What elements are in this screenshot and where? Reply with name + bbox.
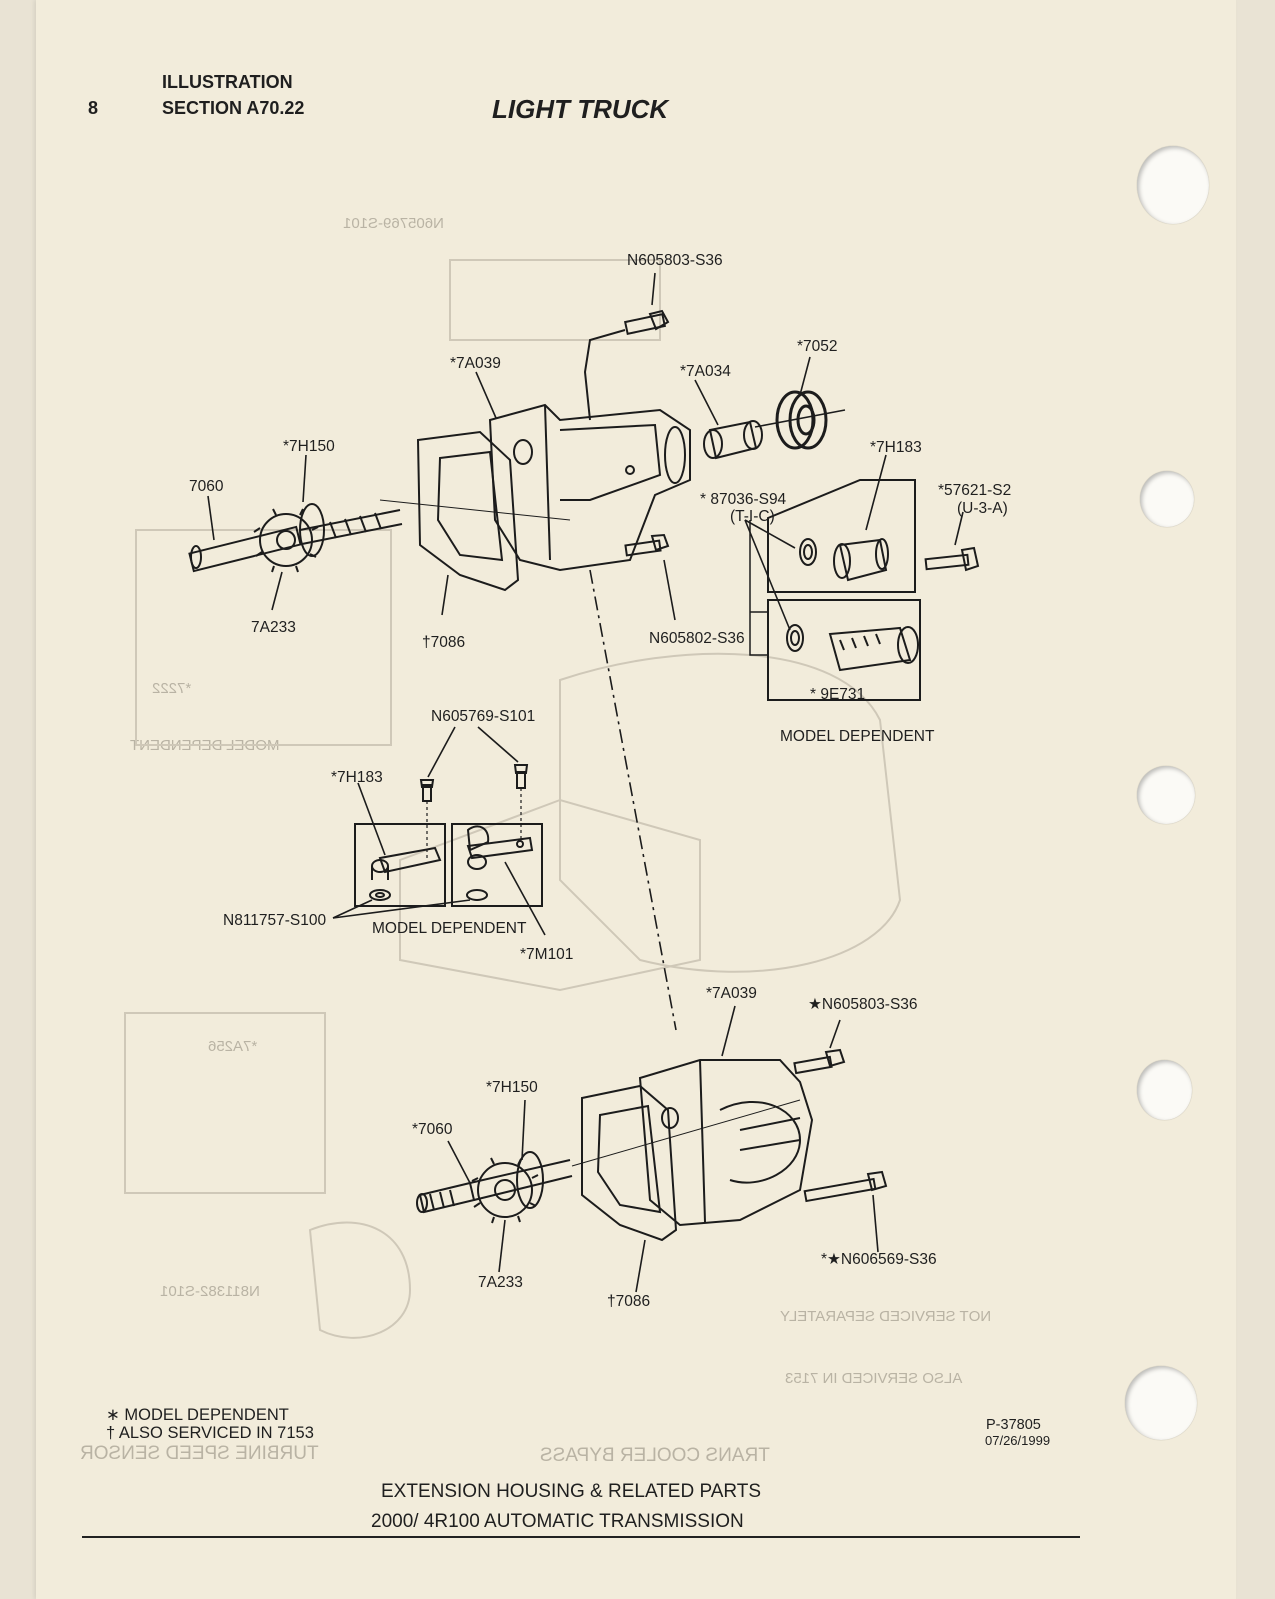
- caption-rule: [82, 1536, 1080, 1538]
- gasket-top: [416, 430, 520, 592]
- label-housing-top: *7A039: [450, 355, 501, 372]
- label-o-ring-sub: (T-I-C): [730, 508, 775, 525]
- drive-gear-top: [253, 503, 325, 573]
- label-bolt-long: *★N606569-S36: [821, 1251, 937, 1268]
- page-title: LIGHT TRUCK: [492, 94, 669, 124]
- label-gear-drive-bottom: *7H150: [486, 1079, 538, 1096]
- manual-page: [36, 0, 1236, 1599]
- legend-also-serviced: † ALSO SERVICED IN 7153: [106, 1424, 314, 1442]
- label-bracket: *7M101: [520, 946, 574, 963]
- label-seal: *7052: [797, 338, 838, 355]
- label-shaft-top: 7060: [189, 478, 224, 495]
- label-housing-bottom: *7A039: [706, 985, 757, 1002]
- extension-housing-top: [488, 403, 691, 572]
- label-sensor-mid: *7H183: [331, 769, 383, 786]
- page-number: 8: [88, 98, 99, 118]
- binder-hole-2: [1140, 471, 1194, 527]
- label-sensor-top: *7H183: [870, 439, 922, 456]
- middle-assembly: [332, 726, 546, 936]
- label-bolt-right: *57621-S2: [938, 482, 1012, 499]
- label-speedo-gear: * 9E731: [810, 686, 866, 703]
- label-gear-drive-top: *7H150: [283, 438, 335, 455]
- figure-date: 07/26/1999: [985, 1433, 1051, 1448]
- speedo-gear-box: [767, 599, 921, 701]
- caption-line-2: 2000/ 4R100 AUTOMATIC TRANSMISSION: [371, 1511, 744, 1532]
- bolt-bottom-long: [803, 1170, 888, 1203]
- label-gasket-bottom: †7086: [607, 1293, 651, 1310]
- label-bolt-mid: N605802-S36: [649, 630, 745, 647]
- label-shaft-bottom: *7060: [412, 1121, 453, 1138]
- binder-hole-1: [1137, 146, 1209, 224]
- extension-housing-bottom: [638, 1059, 814, 1227]
- binder-hole-5: [1125, 1366, 1197, 1440]
- label-bolt-right-sub: (U-3-A): [957, 500, 1008, 517]
- label-model-dependent-mid: MODEL DEPENDENT: [372, 920, 527, 937]
- bolt-mid: [624, 533, 670, 557]
- section-label: SECTION A70.22: [162, 98, 305, 118]
- label-bolts-mid: N605769-S101: [431, 708, 536, 725]
- binder-hole-4: [1137, 1060, 1192, 1120]
- label-bushing: *7A034: [680, 363, 731, 380]
- label-gear-driven-top: 7A233: [251, 619, 296, 636]
- bushing: [703, 420, 763, 460]
- label-gear-driven-bottom: 7A233: [478, 1274, 523, 1291]
- label-washer: N811757-S100: [223, 912, 327, 929]
- legend-model-dependent: ∗ MODEL DEPENDENT: [106, 1406, 289, 1424]
- figure-number: P-37805: [986, 1417, 1041, 1433]
- sensor-box: [767, 479, 980, 593]
- leader-lines-top: [207, 272, 964, 1031]
- gasket-bottom: [581, 1084, 678, 1242]
- label-gasket-top: †7086: [422, 634, 466, 651]
- seal: [754, 390, 846, 450]
- caption-line-1: EXTENSION HOUSING & RELATED PARTS: [381, 1481, 762, 1502]
- bolt-bottom-top: [793, 1048, 846, 1075]
- label-model-dependent-top: MODEL DEPENDENT: [780, 728, 935, 745]
- label-bolt-top: N605803-S36: [627, 252, 723, 269]
- drive-gear-bottom: [471, 1151, 544, 1224]
- ghost-transmission-art: [124, 259, 902, 1339]
- output-shaft-bottom: [416, 1159, 573, 1214]
- bottom-assembly: [416, 1005, 888, 1293]
- top-assembly: [188, 272, 980, 1031]
- illustration-label: ILLUSTRATION: [162, 72, 293, 92]
- binder-hole-3: [1137, 766, 1195, 824]
- label-bolt-bottom-top: ★N605803-S36: [808, 996, 918, 1013]
- bolt-top: [583, 309, 670, 421]
- label-o-ring: * 87036-S94: [700, 491, 787, 508]
